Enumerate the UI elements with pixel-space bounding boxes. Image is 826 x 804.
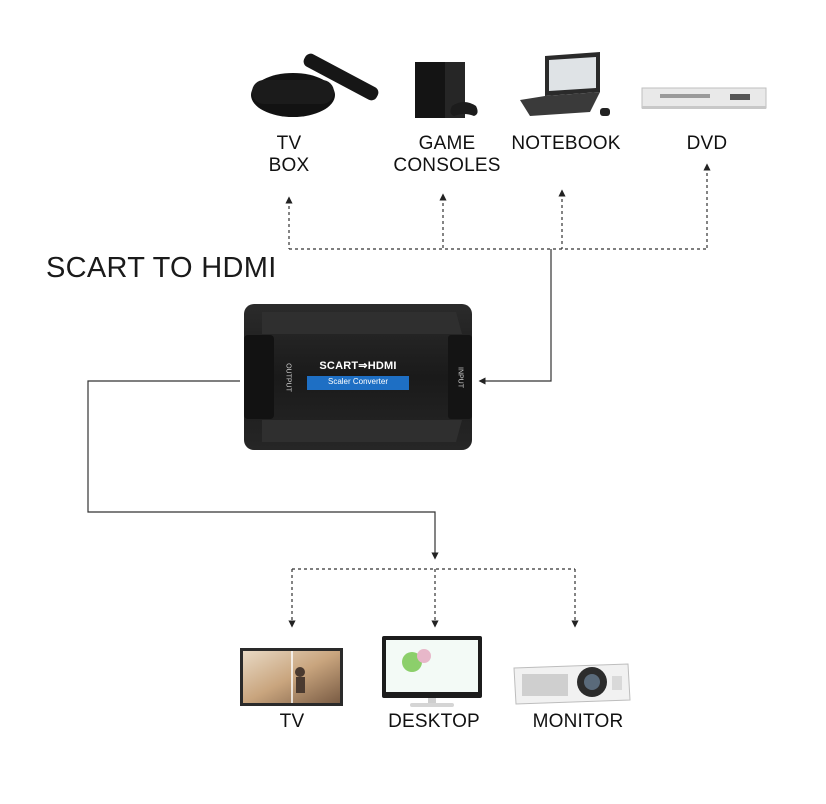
desktop-monitor-icon bbox=[382, 636, 482, 707]
source-label-notebook: NOTEBOOK bbox=[508, 133, 624, 155]
device-output-label: OUTPUT bbox=[285, 356, 292, 400]
output-label-desktop: DESKTOP bbox=[382, 711, 486, 733]
device-brand-label: SCART⇒HDMI bbox=[312, 359, 404, 372]
source-connector-lines bbox=[289, 167, 707, 249]
notebook-icon bbox=[520, 52, 610, 116]
source-label-line1: NOTEBOOK bbox=[508, 133, 624, 155]
tv-box-icon bbox=[251, 52, 380, 117]
source-label-game-consoles: GAME CONSOLES bbox=[393, 133, 501, 177]
output-label-tv: TV bbox=[262, 711, 322, 733]
source-label-line2: CONSOLES bbox=[393, 155, 501, 177]
tv-icon bbox=[240, 648, 343, 706]
source-label-line2: BOX bbox=[259, 155, 319, 177]
source-label-line1: GAME bbox=[393, 133, 501, 155]
device-sub-label: Scaler Converter bbox=[307, 377, 409, 386]
output-label-monitor: MONITOR bbox=[520, 711, 636, 733]
device-input-label: INPUT bbox=[457, 358, 464, 398]
source-label-line1: TV bbox=[259, 133, 319, 155]
input-connector-line bbox=[482, 249, 551, 381]
projector-icon bbox=[514, 664, 630, 704]
source-label-line1: DVD bbox=[677, 133, 737, 155]
output-connector-lines bbox=[292, 569, 575, 624]
diagram-title: SCART TO HDMI bbox=[46, 252, 277, 285]
source-label-tv-box: TV BOX bbox=[259, 133, 319, 177]
source-label-dvd: DVD bbox=[677, 133, 737, 155]
dvd-player-icon bbox=[642, 88, 766, 109]
game-console-icon bbox=[415, 62, 478, 118]
